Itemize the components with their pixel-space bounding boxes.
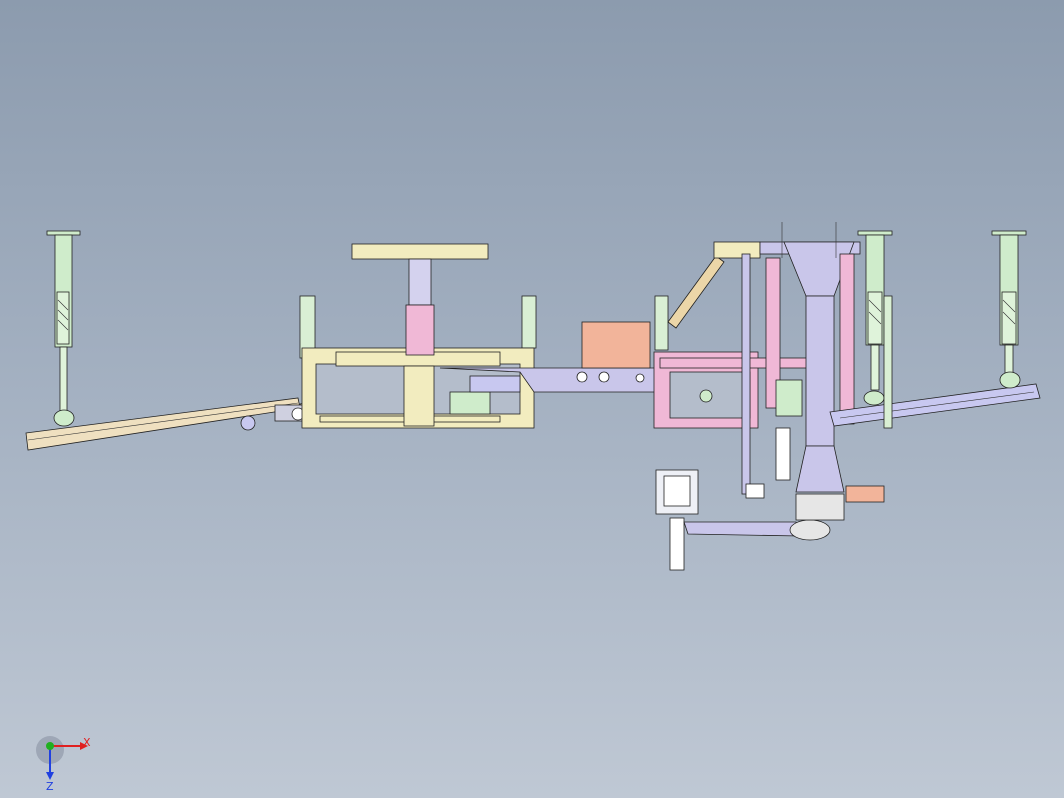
z-axis-label: Z bbox=[46, 780, 54, 793]
bottom-arm[interactable] bbox=[655, 469, 885, 571]
coordinate-triad: X Z bbox=[36, 736, 91, 793]
right-sloped-conveyor[interactable] bbox=[829, 383, 1041, 427]
right-hanger-column-1[interactable] bbox=[857, 230, 893, 429]
left-lift-column[interactable] bbox=[351, 243, 491, 427]
diagonal-strut[interactable] bbox=[667, 255, 725, 329]
x-axis-label: X bbox=[83, 736, 91, 749]
left-hanger-column[interactable] bbox=[46, 230, 81, 427]
right-pink-frame[interactable] bbox=[653, 351, 821, 429]
control-box[interactable] bbox=[581, 321, 651, 369]
middle-post[interactable] bbox=[654, 295, 669, 351]
right-hanger-column-2[interactable] bbox=[991, 230, 1027, 389]
right-tower[interactable] bbox=[713, 222, 861, 499]
